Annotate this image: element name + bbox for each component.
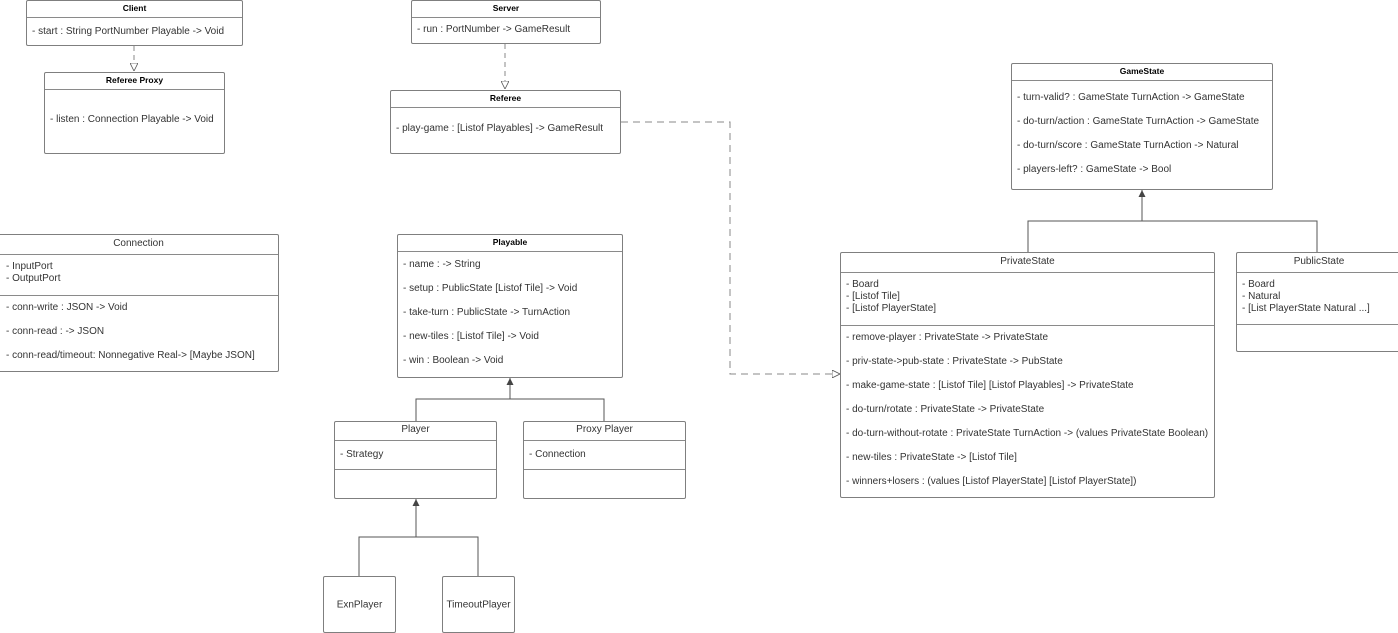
method-label: - do-turn/score : GameState TurnAction -… (1017, 140, 1239, 151)
method-label: - name : -> String (403, 259, 481, 270)
method-label: - setup : PublicState [Listof Tile] -> V… (403, 283, 578, 294)
field-label: - InputPort (6, 261, 53, 272)
class-name: Proxy Player (524, 422, 685, 441)
public-state-class[interactable]: PublicState - Board - Natural - [List Pl… (1236, 252, 1398, 352)
class-name: Connection (0, 235, 278, 255)
playable-class[interactable]: Playable - name : -> String - setup : Pu… (397, 234, 623, 378)
method-label: - do-turn-without-rotate : PrivateState … (846, 428, 1209, 439)
field-label: - [Listof PlayerState] (846, 303, 937, 314)
class-name: Referee (391, 91, 620, 108)
class-name: PrivateState (841, 253, 1214, 273)
field-label: - [List PlayerState Natural ...] (1242, 303, 1370, 314)
method-label: - new-tiles : PrivateState -> [Listof Ti… (846, 452, 1017, 463)
proxy-player-class[interactable]: Proxy Player - Connection (523, 421, 686, 499)
method-label: - turn-valid? : GameState TurnAction -> … (1017, 92, 1245, 103)
edge-player-playable (415, 378, 514, 421)
class-name: Player (335, 422, 496, 441)
edge-referee-private-state (621, 121, 840, 374)
exn-player-class[interactable]: ExnPlayer (323, 576, 396, 633)
edge-private-state-gamestate (1027, 190, 1146, 252)
method-label: - run : PortNumber -> GameResult (417, 24, 571, 35)
method-label: - remove-player : PrivateState -> Privat… (846, 332, 1049, 343)
edge-proxy-player-playable (510, 398, 605, 421)
method-label: - do-turn/rotate : PrivateState -> Priva… (846, 404, 1045, 415)
field-label: - [Listof Tile] (846, 291, 900, 302)
method-label: - play-game : [Listof Playables] -> Game… (396, 123, 604, 134)
timeout-player-class[interactable]: TimeoutPlayer (442, 576, 515, 633)
client-class[interactable]: Client - start : String PortNumber Playa… (26, 0, 243, 46)
method-label: - conn-write : JSON -> Void (6, 302, 128, 313)
method-label: - win : Boolean -> Void (403, 355, 504, 366)
field-label: - Connection (529, 449, 586, 460)
edge-timeout-player-player (416, 536, 479, 576)
gamestate-class[interactable]: GameState - turn-valid? : GameState Turn… (1011, 63, 1273, 190)
method-label: - conn-read : -> JSON (6, 326, 105, 337)
class-name: Playable (398, 235, 622, 252)
field-label: - Board (846, 279, 879, 290)
player-class[interactable]: Player - Strategy (334, 421, 497, 499)
class-name: TimeoutPlayer (446, 599, 511, 610)
class-name: ExnPlayer (336, 599, 383, 610)
class-name: PublicState (1237, 253, 1398, 273)
class-name: Server (412, 1, 600, 18)
method-label: - listen : Connection Playable -> Void (50, 114, 214, 125)
method-label: - players-left? : GameState -> Bool (1017, 164, 1172, 175)
method-label: - take-turn : PublicState -> TurnAction (403, 307, 571, 318)
referee-class[interactable]: Referee - play-game : [Listof Playables]… (390, 90, 621, 154)
method-label: - do-turn/action : GameState TurnAction … (1017, 116, 1260, 127)
method-label: - start : String PortNumber Playable -> … (32, 26, 225, 37)
field-label: - OutputPort (6, 273, 61, 284)
server-class[interactable]: Server - run : PortNumber -> GameResult (411, 0, 601, 44)
edge-exn-player-player (358, 499, 420, 576)
method-label: - new-tiles : [Listof Tile] -> Void (403, 331, 539, 342)
class-name: GameState (1012, 64, 1272, 81)
referee-proxy-class[interactable]: Referee Proxy - listen : Connection Play… (44, 72, 225, 154)
edge-public-state-gamestate (1142, 220, 1318, 252)
field-label: - Natural (1242, 291, 1281, 302)
private-state-class[interactable]: PrivateState - Board - [Listof Tile] - [… (840, 252, 1215, 498)
method-label: - priv-state->pub-state : PrivateState -… (846, 356, 1063, 367)
connection-class[interactable]: Connection - InputPort - OutputPort - co… (0, 234, 279, 372)
method-label: - winners+losers : (values [Listof Playe… (846, 476, 1137, 487)
class-name: Referee Proxy (45, 73, 224, 90)
field-label: - Board (1242, 279, 1275, 290)
class-name: Client (27, 1, 242, 18)
method-label: - make-game-state : [Listof Tile] [Listo… (846, 380, 1134, 391)
field-label: - Strategy (340, 449, 384, 460)
method-label: - conn-read/timeout: Nonnegative Real-> … (6, 350, 255, 361)
